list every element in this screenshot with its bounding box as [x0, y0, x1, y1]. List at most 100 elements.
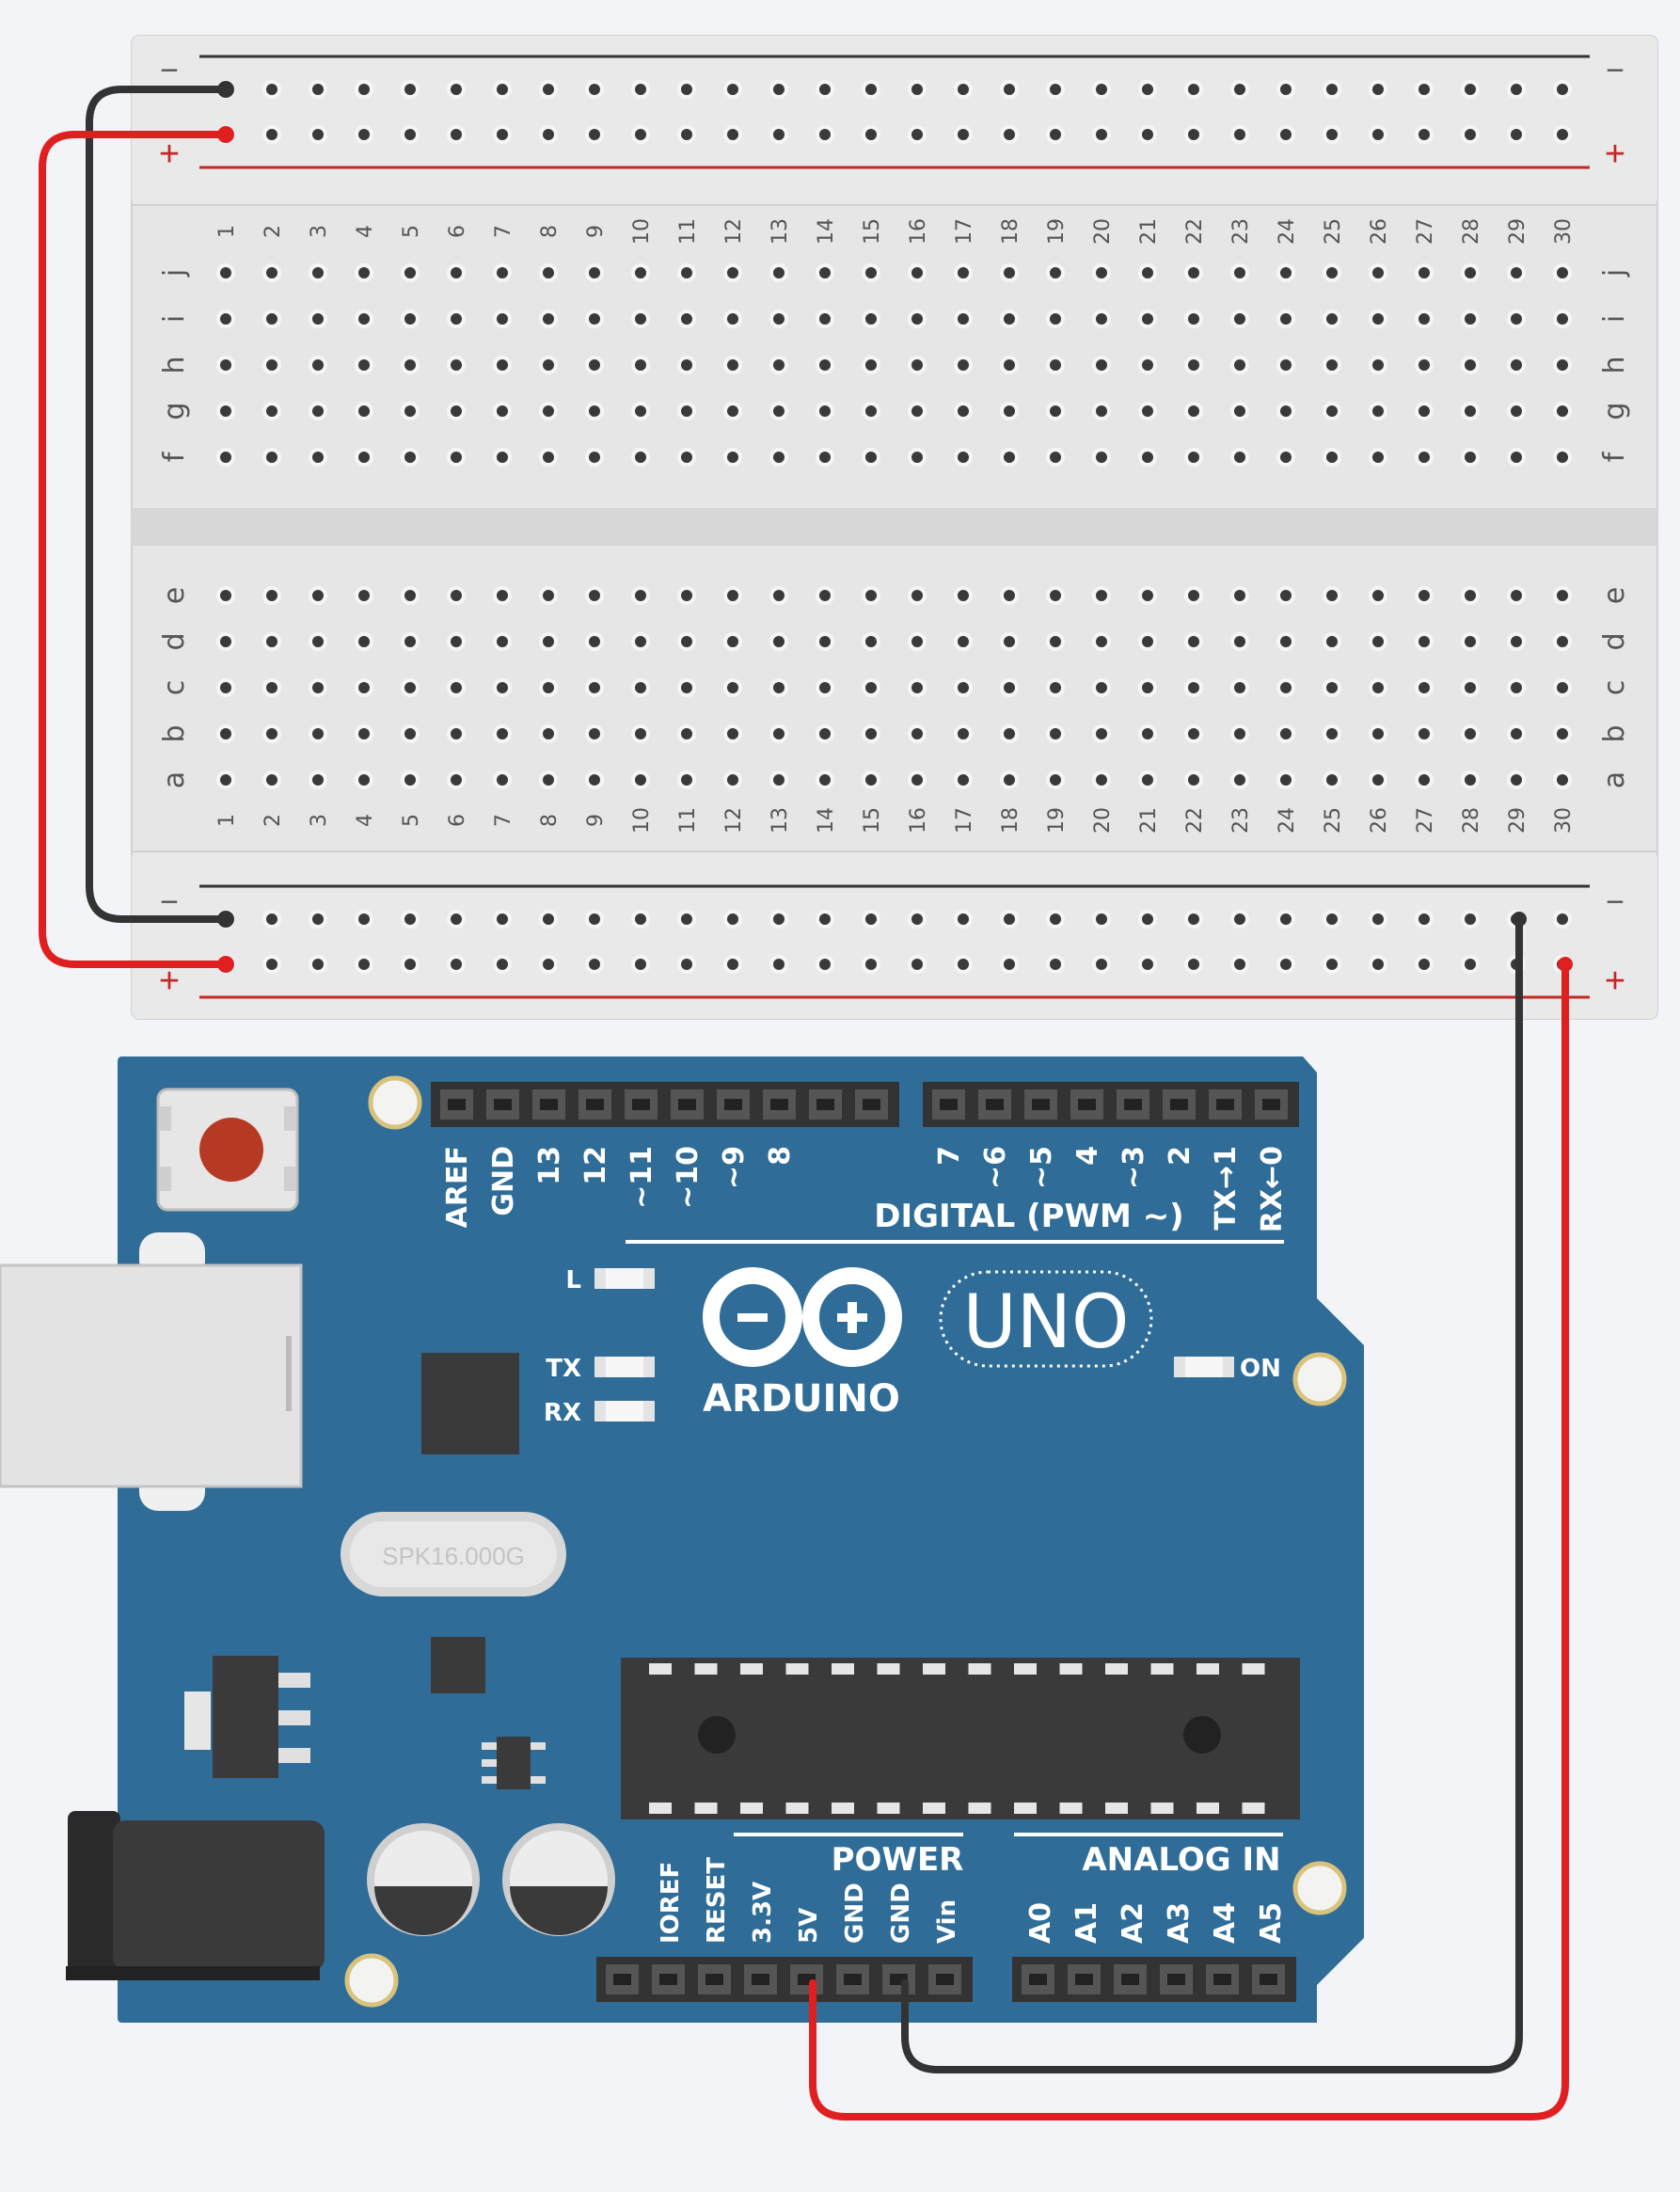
- top-right-plus-label: +: [1605, 135, 1625, 174]
- breadboard-hole: [1369, 770, 1387, 789]
- column-number: 20: [1091, 807, 1115, 834]
- breadboard-hole: [1092, 770, 1111, 789]
- chip-pin: [1014, 1803, 1037, 1814]
- digital-pin-header: [431, 1082, 1299, 1127]
- rail-hole: [401, 125, 420, 144]
- breadboard-hole: [1184, 586, 1203, 605]
- row-letter: i: [1598, 315, 1631, 323]
- row-letter: h: [1598, 356, 1631, 373]
- reset-button-cap[interactable]: [199, 1118, 263, 1182]
- infinity-logo-icon: [703, 1267, 802, 1367]
- rail-hole: [769, 910, 788, 929]
- header-pin-hole: [540, 1099, 558, 1110]
- digital-pin-label: ~10: [672, 1146, 705, 1209]
- breadboard-hole: [447, 632, 466, 651]
- breadboard-hole: [862, 632, 880, 651]
- breadboard-hole: [631, 678, 650, 697]
- breadboard-hole: [1230, 724, 1249, 743]
- breadboard-hole: [1507, 770, 1526, 789]
- breadboard-hole: [447, 310, 466, 328]
- header-pin-hole: [1121, 1974, 1139, 1985]
- breadboard-hole: [816, 586, 834, 605]
- breadboard-hole: [816, 632, 834, 651]
- breadboard-hole: [262, 632, 281, 651]
- column-number: 3: [308, 814, 331, 827]
- header-pin-hole: [940, 1099, 958, 1110]
- chip-pin: [968, 1663, 991, 1675]
- breadboard-hole: [954, 678, 973, 697]
- breadboard-hole: [954, 770, 973, 789]
- breadboard-hole: [1046, 770, 1065, 789]
- breadboard-hole: [954, 402, 973, 421]
- breadboard-hole: [1369, 356, 1387, 374]
- power-pin-label: 3.3V: [749, 1882, 777, 1944]
- column-number: 28: [1460, 807, 1483, 834]
- row-letter: c: [158, 680, 191, 696]
- rail-hole: [1046, 125, 1065, 144]
- chip-pin: [923, 1663, 945, 1675]
- rail-hole: [539, 910, 558, 929]
- rail-hole: [1000, 955, 1019, 974]
- breadboard-labels: 1122334455667788991010111112121313141415…: [158, 218, 1631, 834]
- breadboard-hole: [1000, 356, 1019, 374]
- breadboard-hole: [447, 402, 466, 421]
- digital-pin-label: 8: [764, 1146, 797, 1166]
- breadboard-hole: [1138, 263, 1157, 282]
- rail-hole: [1000, 910, 1019, 929]
- chip-pin: [832, 1803, 854, 1814]
- power-pin-label: Vin: [933, 1899, 961, 1944]
- breadboard-hole: [769, 770, 788, 789]
- chip-pin: [694, 1663, 718, 1675]
- rail-hole: [1138, 125, 1157, 144]
- breadboard-hole: [1000, 402, 1019, 421]
- reset-button[interactable]: [156, 1088, 299, 1212]
- wire-black-gnd[interactable]: [901, 915, 1523, 2073]
- column-number: 12: [722, 807, 746, 834]
- breadboard-hole: [723, 356, 742, 374]
- breadboard-hole: [585, 448, 604, 467]
- rail-hole: [1323, 125, 1341, 144]
- header-pin-hole: [752, 1974, 769, 1985]
- breadboard-hole: [262, 724, 281, 743]
- breadboard-hole: [1000, 263, 1019, 282]
- chip-pin: [968, 1803, 991, 1814]
- rail-hole: [723, 955, 742, 974]
- breadboard-hole: [216, 724, 235, 743]
- breadboard-hole: [677, 402, 696, 421]
- rail-hole: [1046, 910, 1065, 929]
- header-pin-hole: [705, 1974, 723, 1985]
- capacitor: [367, 1823, 480, 1936]
- wire-black-rail-link[interactable]: [86, 86, 230, 923]
- wire-red-rail-link[interactable]: [39, 131, 230, 968]
- breadboard-hole: [1230, 448, 1249, 467]
- header-pin-hole: [1029, 1974, 1047, 1985]
- wires: [39, 81, 1573, 2121]
- led-rx: RX: [544, 1399, 655, 1427]
- rail-hole: [908, 910, 927, 929]
- digital-pin-label: 12: [579, 1146, 612, 1185]
- column-number: 29: [1506, 807, 1529, 834]
- rail-hole: [585, 955, 604, 974]
- breadboard-hole: [355, 356, 373, 374]
- rail-hole: [677, 910, 696, 929]
- top-left-plus-label: +: [159, 135, 180, 174]
- rail-hole: [309, 80, 327, 99]
- wire-red-5v[interactable]: [809, 961, 1569, 2121]
- column-number: 17: [953, 218, 976, 245]
- breadboard-hole: [816, 263, 834, 282]
- rail-hole: [1000, 125, 1019, 144]
- digital-pin-label: TX→1: [1210, 1146, 1243, 1231]
- breadboard-hole: [1000, 770, 1019, 789]
- rail-hole: [309, 910, 327, 929]
- rail-hole: [355, 80, 373, 99]
- power-pin-label: GND: [841, 1882, 869, 1944]
- rail-hole: [954, 910, 973, 929]
- breadboard-hole: [1276, 678, 1295, 697]
- rail-hole: [816, 125, 834, 144]
- breadboard-hole: [1323, 632, 1341, 651]
- rail-hole: [1507, 125, 1526, 144]
- header-pin-hole: [586, 1099, 604, 1110]
- bottom-left-minus-label: −: [160, 884, 179, 920]
- column-number: 2: [262, 225, 285, 238]
